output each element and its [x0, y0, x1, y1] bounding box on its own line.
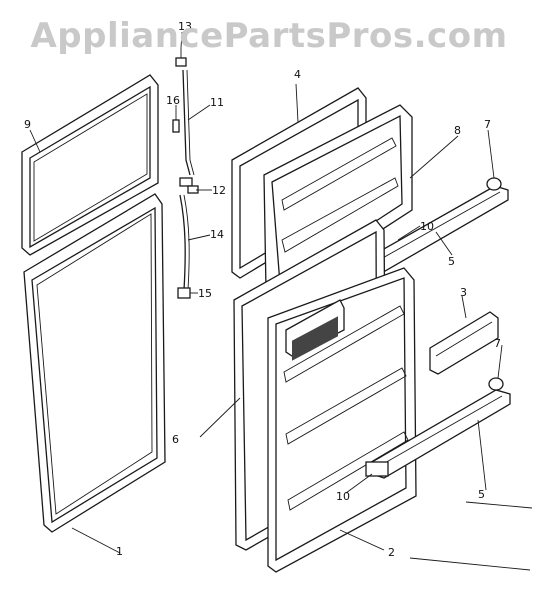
leader-lines: [29, 31, 533, 571]
callout-2: 2: [388, 546, 395, 559]
callout-7-lower: 7: [494, 337, 501, 350]
callout-9: 9: [24, 118, 31, 131]
callout-16: 16: [166, 94, 180, 107]
callout-3: 3: [460, 286, 467, 299]
callout-13: 13: [178, 20, 192, 33]
callout-5-lower: 5: [478, 488, 485, 501]
callout-5-upper: 5: [448, 255, 455, 268]
fresh-food-door-liner: [267, 267, 417, 573]
hinge-assembly: [172, 48, 199, 299]
butter-compartment-grid: [292, 316, 338, 361]
callout-6: 6: [172, 433, 179, 446]
callout-14: 14: [210, 228, 224, 241]
callout-8: 8: [454, 124, 461, 137]
callout-1: 1: [116, 545, 123, 558]
callout-7-upper: 7: [484, 118, 491, 131]
dairy-shelf: [429, 311, 499, 375]
fresh-food-door-gasket: [23, 193, 166, 533]
callout-11: 11: [210, 96, 224, 109]
callout-15: 15: [198, 287, 212, 300]
callout-10-lower: 10: [336, 490, 350, 503]
callout-4: 4: [294, 68, 301, 81]
freezer-door-gasket: [21, 74, 159, 256]
callout-12: 12: [212, 184, 226, 197]
callout-10-upper: 10: [420, 220, 434, 233]
callout-numbers: 9 1 13 16 11 12 14 15 4 8 7 10 5 3 7 6 5…: [24, 20, 501, 559]
